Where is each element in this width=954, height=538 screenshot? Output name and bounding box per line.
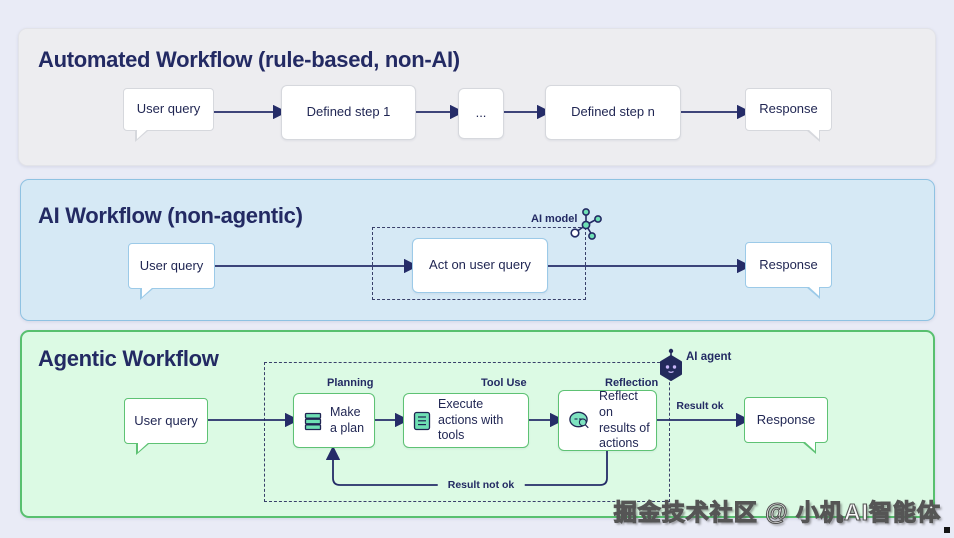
watermark: 掘金技术社区 @ 小机AI智能体 [613, 498, 941, 525]
ai-act-label: Act on user query [429, 257, 531, 273]
ai-agent-label: AI agent [686, 351, 732, 363]
automated-step1-label: Defined step 1 [306, 104, 391, 120]
ai-act-node: Act on user query [412, 238, 548, 293]
agentic-workflow-title: Agentic Workflow [38, 346, 219, 371]
ai-user-query-bubble: User query [128, 243, 215, 300]
result-ok-label: Result ok [676, 400, 724, 412]
corner-dot [944, 527, 950, 533]
automated-ellipsis-node: ... [458, 88, 504, 139]
agentic-user-query-bubble: User query [124, 398, 208, 455]
automated-workflow-title: Automated Workflow (rule-based, non-AI) [38, 47, 460, 72]
tools-icon [413, 411, 431, 430]
automated-stepn-node: Defined step n [545, 85, 681, 140]
reflection-icon [569, 411, 589, 428]
tool-use-step-label: Tool Use [481, 377, 527, 389]
ai-model-label: AI model [531, 213, 578, 225]
agentic-plan-label: Make a plan [330, 404, 365, 435]
agentic-execute-label: Execute actions with tools [438, 397, 504, 443]
automated-response-label: Response [759, 101, 818, 117]
automated-stepn-label: Defined step n [571, 104, 655, 120]
agentic-user-query-label: User query [134, 412, 198, 428]
agentic-plan-node: Make a plan [293, 393, 375, 448]
agentic-response-bubble: Response [744, 397, 828, 454]
automated-ellipsis-label: ... [475, 105, 487, 121]
agentic-reflect-label: Reflect on results of actions [599, 389, 650, 451]
agentic-response-label: Response [756, 411, 816, 427]
agentic-reflect-node: Reflect on results of actions [558, 389, 657, 451]
planning-icon [304, 412, 322, 430]
ai-response-label: Response [759, 256, 818, 272]
automated-user-query-bubble: User query [123, 88, 214, 142]
ai-response-bubble: Response [745, 242, 832, 299]
automated-step1-node: Defined step 1 [281, 85, 416, 140]
ai-user-query-label: User query [139, 257, 204, 273]
ai-workflow-title: AI Workflow (non-agentic) [38, 203, 303, 228]
planning-step-label: Planning [327, 377, 374, 389]
automated-user-query-label: User query [136, 101, 201, 117]
agentic-execute-node: Execute actions with tools [403, 393, 529, 448]
ai-agent-boundary [264, 362, 670, 502]
result-not-ok-label: Result not ok [437, 479, 525, 491]
automated-response-bubble: Response [745, 88, 832, 142]
ai-model-boundary [372, 227, 586, 300]
ai-model-icon [567, 205, 605, 248]
ai-agent-icon [654, 347, 688, 390]
reflection-step-label: Reflection [605, 377, 659, 389]
